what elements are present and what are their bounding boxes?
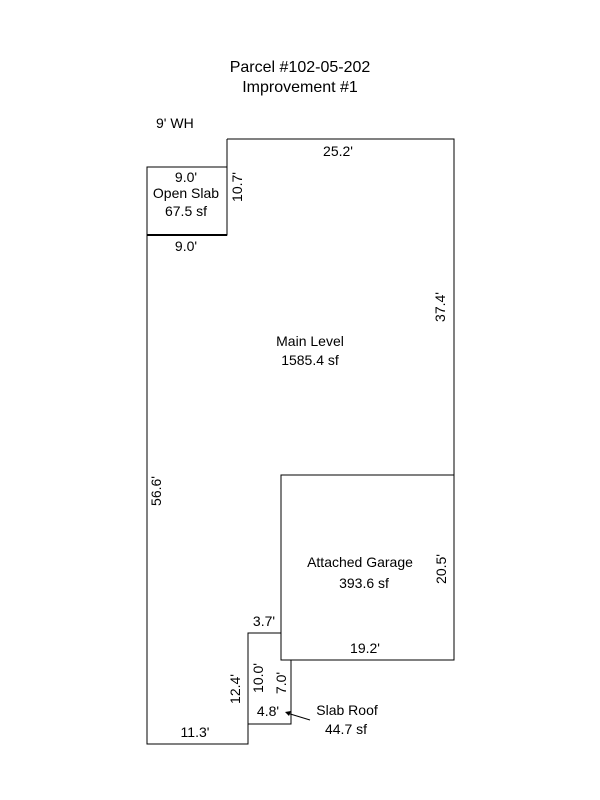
open-slab-area: 67.5 sf <box>164 203 208 219</box>
dim-slab-side: 10.7' <box>229 172 245 202</box>
dim-slab-bottom: 9.0' <box>174 238 198 254</box>
dim-slab-top: 9.0' <box>174 169 198 185</box>
garage-area: 393.6 sf <box>339 575 389 591</box>
title-improvement: Improvement #1 <box>242 79 358 96</box>
main-level-area: 1585.4 sf <box>281 352 339 368</box>
slab-roof-leader <box>286 712 311 721</box>
slab-roof-outline <box>248 660 292 725</box>
dim-step-top: 3.7' <box>252 613 276 629</box>
title-parcel: Parcel #102-05-202 <box>229 59 371 76</box>
open-slab-name: Open Slab <box>152 185 220 201</box>
main-level-outline <box>146 138 455 745</box>
main-level-name: Main Level <box>276 333 344 349</box>
dim-garage-bottom: 19.2' <box>350 640 380 656</box>
dim-main-left: 56.6' <box>148 476 164 506</box>
dim-main-right: 37.4' <box>432 292 448 322</box>
slab-roof-leader-arrow <box>285 711 291 716</box>
dim-roof-side: 7.0' <box>273 671 289 695</box>
dim-roof-bottom: 4.8' <box>256 703 280 719</box>
dim-step-left: 12.4' <box>227 674 243 704</box>
dim-main-bottom: 11.3' <box>180 724 210 740</box>
dim-main-top: 25.2' <box>323 143 353 159</box>
dim-step-inner: 10.0' <box>250 663 266 693</box>
garage-name: Attached Garage <box>307 554 413 570</box>
slab-roof-name: Slab Roof <box>316 702 378 718</box>
wall-height-note: 9' WH <box>156 115 194 131</box>
slab-roof-area: 44.7 sf <box>324 721 368 737</box>
dim-garage-right: 20.5' <box>433 554 449 584</box>
garage-outline <box>280 474 455 661</box>
